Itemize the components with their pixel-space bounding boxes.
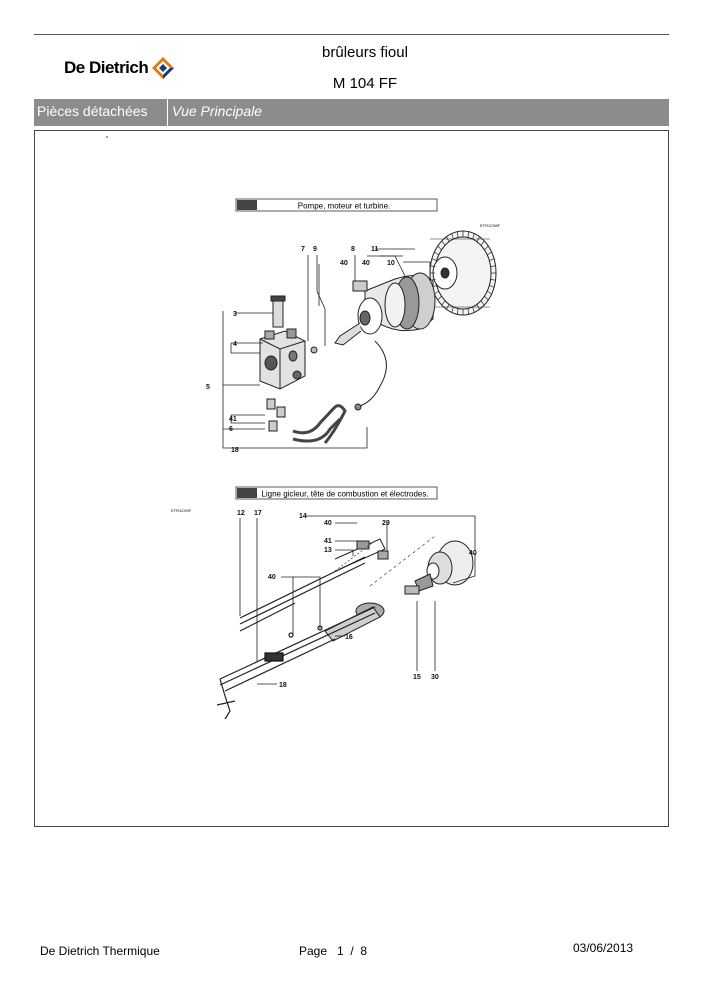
callout-40c: 40: [324, 520, 332, 527]
callout-18b: 18: [279, 682, 287, 689]
callout-40b: 40: [362, 260, 370, 267]
callout-41: 41: [229, 416, 237, 423]
lower-leader-lines: [239, 515, 476, 685]
exploded-view-drawing: Pompe, moteur et turbine. ETR1C98F: [106, 136, 501, 720]
callout-17: 17: [254, 510, 262, 517]
upper-leader-lines: [222, 248, 431, 449]
callout-40e: 40: [268, 574, 276, 581]
upper-reference: ETR1C98F: [480, 223, 501, 228]
footer-company: De Dietrich Thermique: [40, 944, 160, 958]
callout-30: 30: [431, 674, 439, 681]
brand-name: De Dietrich: [64, 58, 149, 77]
lower-caption-text: Ligne gicleur, tête de combustion et éle…: [261, 490, 428, 499]
section-bar: Pièces détachées Vue Principale: [34, 99, 669, 126]
page-label: Page: [299, 944, 328, 958]
callout-11: 11: [371, 246, 379, 253]
drawing-frame: Pompe, moteur et turbine. ETR1C98F: [34, 130, 669, 827]
document-title: brûleurs fioul: [322, 44, 408, 61]
brand-logo: De Dietrich: [64, 56, 175, 80]
callout-10: 10: [387, 260, 395, 267]
page-separator: /: [350, 944, 354, 958]
diamond-logo-icon: [152, 57, 175, 79]
motor-drawing: [334, 272, 436, 411]
callout-4: 4: [233, 341, 237, 348]
callout-5: 5: [206, 384, 210, 391]
top-rule: [34, 34, 669, 35]
callout-29: 29: [382, 520, 390, 527]
upper-callout-labels: 7 9 8 11 40 40 10 3 4 5 41 6 18: [206, 246, 395, 454]
callout-7: 7: [301, 246, 305, 253]
callout-14: 14: [299, 513, 307, 520]
model-name: M 104 FF: [332, 75, 398, 92]
nozzle-line-drawing: [216, 535, 436, 720]
callout-40a: 40: [340, 260, 348, 267]
callout-8: 8: [351, 246, 355, 253]
lower-reference: ETR1C99F: [171, 508, 192, 513]
callout-15: 15: [413, 674, 421, 681]
page-total: 8: [360, 944, 368, 958]
view-label: Vue Principale: [172, 103, 263, 119]
callout-16: 16: [345, 634, 353, 641]
callout-3: 3: [233, 311, 237, 318]
callout-6: 6: [229, 426, 233, 433]
callout-41b: 41: [324, 538, 332, 545]
upper-caption-box: Pompe, moteur et turbine.: [235, 198, 438, 212]
page-current: 1: [337, 944, 344, 958]
lower-caption-box: Ligne gicleur, tête de combustion et éle…: [235, 486, 438, 500]
pump-drawing: [259, 295, 347, 444]
callout-18a: 18: [231, 447, 239, 454]
callout-40d: 40: [469, 550, 477, 557]
turbine-drawing: [429, 230, 497, 316]
callout-12: 12: [237, 510, 245, 517]
callout-9: 9: [313, 246, 317, 253]
lower-callout-labels: 12 17 14 40 29 41 13 40 40 16 18 15 30: [237, 510, 477, 689]
section-label: Pièces détachées: [34, 99, 168, 126]
upper-caption-text: Pompe, moteur et turbine.: [298, 202, 391, 211]
footer-date: 03/06/2013: [573, 941, 634, 955]
combustion-head-drawing: [324, 538, 474, 642]
footer-pagination: Page 1 / 8: [299, 944, 367, 958]
callout-13: 13: [324, 547, 332, 554]
